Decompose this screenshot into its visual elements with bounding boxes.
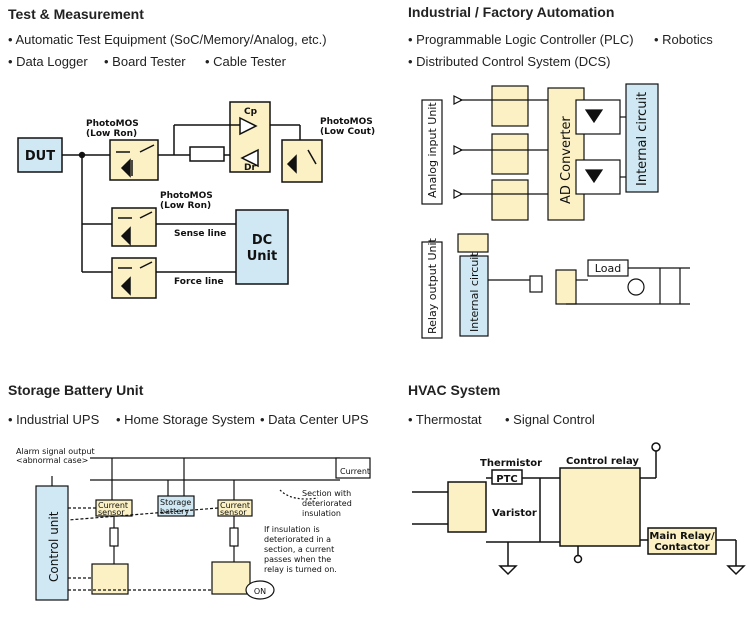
dut-label: DUT: [25, 149, 55, 164]
hvac-diagram: [412, 442, 746, 576]
photomos-hvac: [447, 481, 487, 533]
photomos-force: [111, 257, 157, 299]
on-indicator: [245, 580, 275, 600]
factory-bullet-robotics: • Robotics: [654, 32, 713, 47]
battery-diagram: [35, 457, 371, 601]
note-4: passes when the: [264, 555, 331, 564]
current-sensor-1b: sensor: [98, 508, 125, 517]
current-sensor-1a: Current: [98, 501, 128, 510]
note-2: deteriorated in a: [264, 535, 331, 544]
test-bullet-board: • Board Tester: [104, 54, 186, 69]
cp-label: Cp: [244, 107, 258, 117]
ad-converter-label: AD Converter: [559, 116, 574, 204]
relay-internal-circuit-box: [459, 255, 489, 337]
photomos-label-top: PhotoMOS: [86, 119, 139, 129]
test-section-title: Test & Measurement: [8, 6, 144, 22]
relay-internal-circuit-label: Internal circuit: [468, 252, 481, 332]
analog-input-label: Analog input Unit: [426, 102, 439, 198]
thermistor-label: Thermistor: [480, 458, 542, 469]
dc-unit-box: [235, 209, 289, 285]
note-1: If insulation is: [264, 525, 320, 534]
factory-diagram: [421, 83, 690, 339]
test-measurement-diagram: [17, 101, 323, 299]
section-label-3: insulation: [302, 509, 341, 518]
battery-bullet-datacenter: • Data Center UPS: [260, 412, 369, 427]
photomos-label-mid: PhotoMOS: [160, 191, 213, 201]
photomos-cout-label: PhotoMOS: [320, 117, 373, 127]
ptc-box: [491, 469, 523, 485]
battery-bullet-ups: • Industrial UPS: [8, 412, 100, 427]
note-3: section, a current: [264, 545, 334, 554]
section-label-1: Section with: [302, 489, 351, 498]
battery-bullet-home: • Home Storage System: [116, 412, 255, 427]
force-line-label: Force line: [174, 277, 224, 287]
control-relay-label: Control relay: [566, 456, 639, 467]
on-label: ON: [254, 587, 266, 596]
test-bullet-logger: • Data Logger: [8, 54, 88, 69]
ptc-label: PTC: [496, 474, 518, 485]
note-5: relay is turned on.: [264, 565, 337, 574]
low-ron-label-top: (Low Ron): [86, 129, 137, 139]
factory-section-title: Industrial / Factory Automation: [408, 4, 615, 20]
alarm-label-2: <abnormal case>: [16, 456, 88, 465]
internal-circuit-label: Internal circuit: [635, 92, 650, 186]
varistor-label: Varistor: [492, 508, 537, 519]
hvac-bullet-signal: • Signal Control: [505, 412, 595, 427]
internal-circuit-box: [625, 83, 659, 193]
section-label-2: deteriorated: [302, 499, 352, 508]
analog-input-unit-box: [421, 99, 443, 205]
factory-bullet-plc: • Programmable Logic Controller (PLC): [408, 32, 634, 47]
storage-label: Storage: [160, 498, 191, 507]
current-sensor-2b: sensor: [220, 508, 247, 517]
relay-output-label: Relay output Unit: [426, 237, 439, 334]
resistor: [189, 146, 225, 162]
load-label: Load: [595, 262, 621, 275]
dc-label: DC: [252, 233, 272, 248]
hvac-section-title: HVAC System: [408, 382, 501, 398]
dr-label: Dr: [244, 163, 256, 173]
current-label: Current: [340, 467, 370, 476]
control-unit-label: Control unit: [47, 511, 61, 582]
relay-output-unit-box: [421, 241, 443, 339]
test-bullet-cable: • Cable Tester: [205, 54, 286, 69]
contactor-label: Contactor: [654, 542, 709, 553]
control-relay-box: [559, 467, 641, 547]
sense-line-label: Sense line: [174, 229, 226, 239]
unit-label: Unit: [247, 249, 277, 264]
main-relay-box: [647, 527, 717, 555]
battery-label: battery: [160, 507, 189, 516]
low-ron-label-mid: (Low Ron): [160, 201, 211, 211]
test-bullet-ate: • Automatic Test Equipment (SoC/Memory/A…: [8, 32, 327, 47]
hvac-bullet-thermostat: • Thermostat: [408, 412, 482, 427]
factory-bullet-dcs: • Distributed Control System (DCS): [408, 54, 611, 69]
main-relay-label: Main Relay/: [649, 531, 715, 542]
alarm-label-1: Alarm signal output: [16, 447, 95, 456]
low-cout-label: (Low Cout): [320, 127, 375, 137]
battery-section-title: Storage Battery Unit: [8, 382, 144, 398]
control-unit-box: [35, 485, 69, 601]
current-sensor-2a: Current: [220, 501, 250, 510]
photomos-low-cout: [281, 139, 323, 183]
